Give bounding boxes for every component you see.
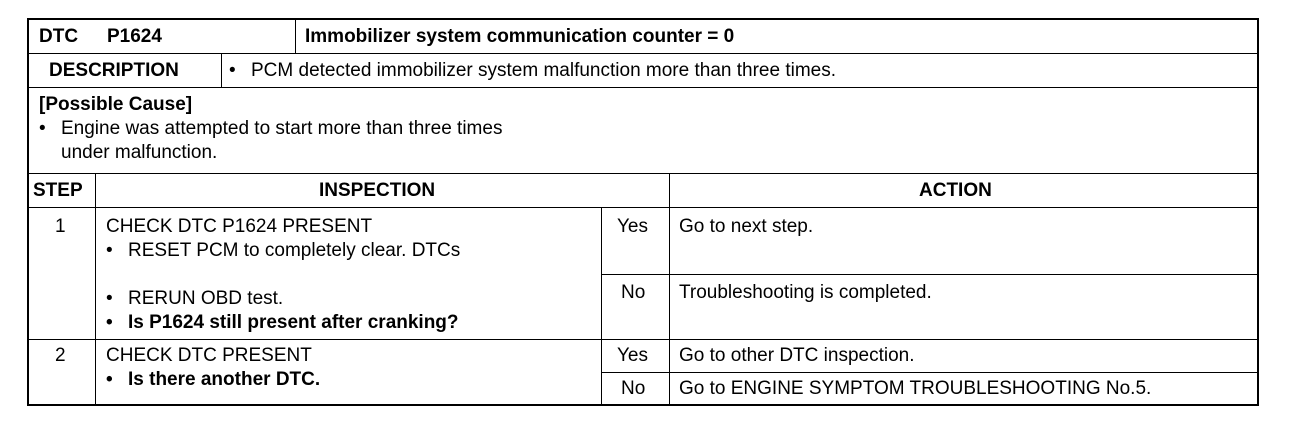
step-2-row: 2 CHECK DTC PRESENT •Is there another DT… bbox=[29, 340, 1257, 406]
step-1-row: 1 CHECK DTC P1624 PRESENT •RESET PCM to … bbox=[29, 208, 1257, 340]
step-1-item-1: •RESET PCM to completely clear. DTCs bbox=[106, 240, 461, 261]
step-2-no-action: Go to ENGINE SYMPTOM TROUBLESHOOTING No.… bbox=[679, 378, 1152, 399]
description-text: •PCM detected immobilizer system malfunc… bbox=[229, 60, 836, 81]
step-2-yes-label: Yes bbox=[617, 345, 648, 366]
step-2-yes-action: Go to other DTC inspection. bbox=[679, 345, 915, 366]
step-1-no-label: No bbox=[621, 282, 646, 303]
column-header-row: STEP INSPECTION ACTION bbox=[29, 174, 1257, 208]
step-2-number: 2 bbox=[55, 345, 66, 366]
step-1-number: 1 bbox=[55, 216, 66, 237]
step-1-item-2: •RERUN OBD test. bbox=[106, 288, 284, 309]
step-header: STEP bbox=[33, 180, 83, 201]
action-header: ACTION bbox=[919, 180, 992, 201]
step-2-item-1: •Is there another DTC. bbox=[106, 369, 321, 390]
dtc-code: P1624 bbox=[107, 26, 162, 47]
description-row: DESCRIPTION •PCM detected immobilizer sy… bbox=[29, 54, 1257, 88]
step-1-yes-label: Yes bbox=[617, 216, 648, 237]
possible-cause-line-1: •Engine was attempted to start more than… bbox=[39, 118, 503, 139]
dtc-table: DTC P1624 Immobilizer system communicati… bbox=[27, 18, 1259, 406]
step-2-title: CHECK DTC PRESENT bbox=[106, 345, 312, 366]
possible-cause-title: [Possible Cause] bbox=[39, 94, 193, 115]
step-1-yes-action: Go to next step. bbox=[679, 216, 814, 237]
dtc-title: Immobilizer system communication counter… bbox=[305, 26, 735, 47]
dtc-label: DTC bbox=[39, 26, 79, 47]
step-1-title: CHECK DTC P1624 PRESENT bbox=[106, 216, 373, 237]
possible-cause-row: [Possible Cause] •Engine was attempted t… bbox=[29, 88, 1257, 174]
dtc-header-row: DTC P1624 Immobilizer system communicati… bbox=[29, 20, 1257, 54]
step-1-item-3: •Is P1624 still present after cranking? bbox=[106, 312, 459, 333]
description-label: DESCRIPTION bbox=[49, 60, 179, 81]
step-2-no-label: No bbox=[621, 378, 646, 399]
step-1-no-action: Troubleshooting is completed. bbox=[679, 282, 932, 303]
inspection-header: INSPECTION bbox=[319, 180, 436, 201]
possible-cause-line-2: under malfunction. bbox=[61, 142, 218, 163]
